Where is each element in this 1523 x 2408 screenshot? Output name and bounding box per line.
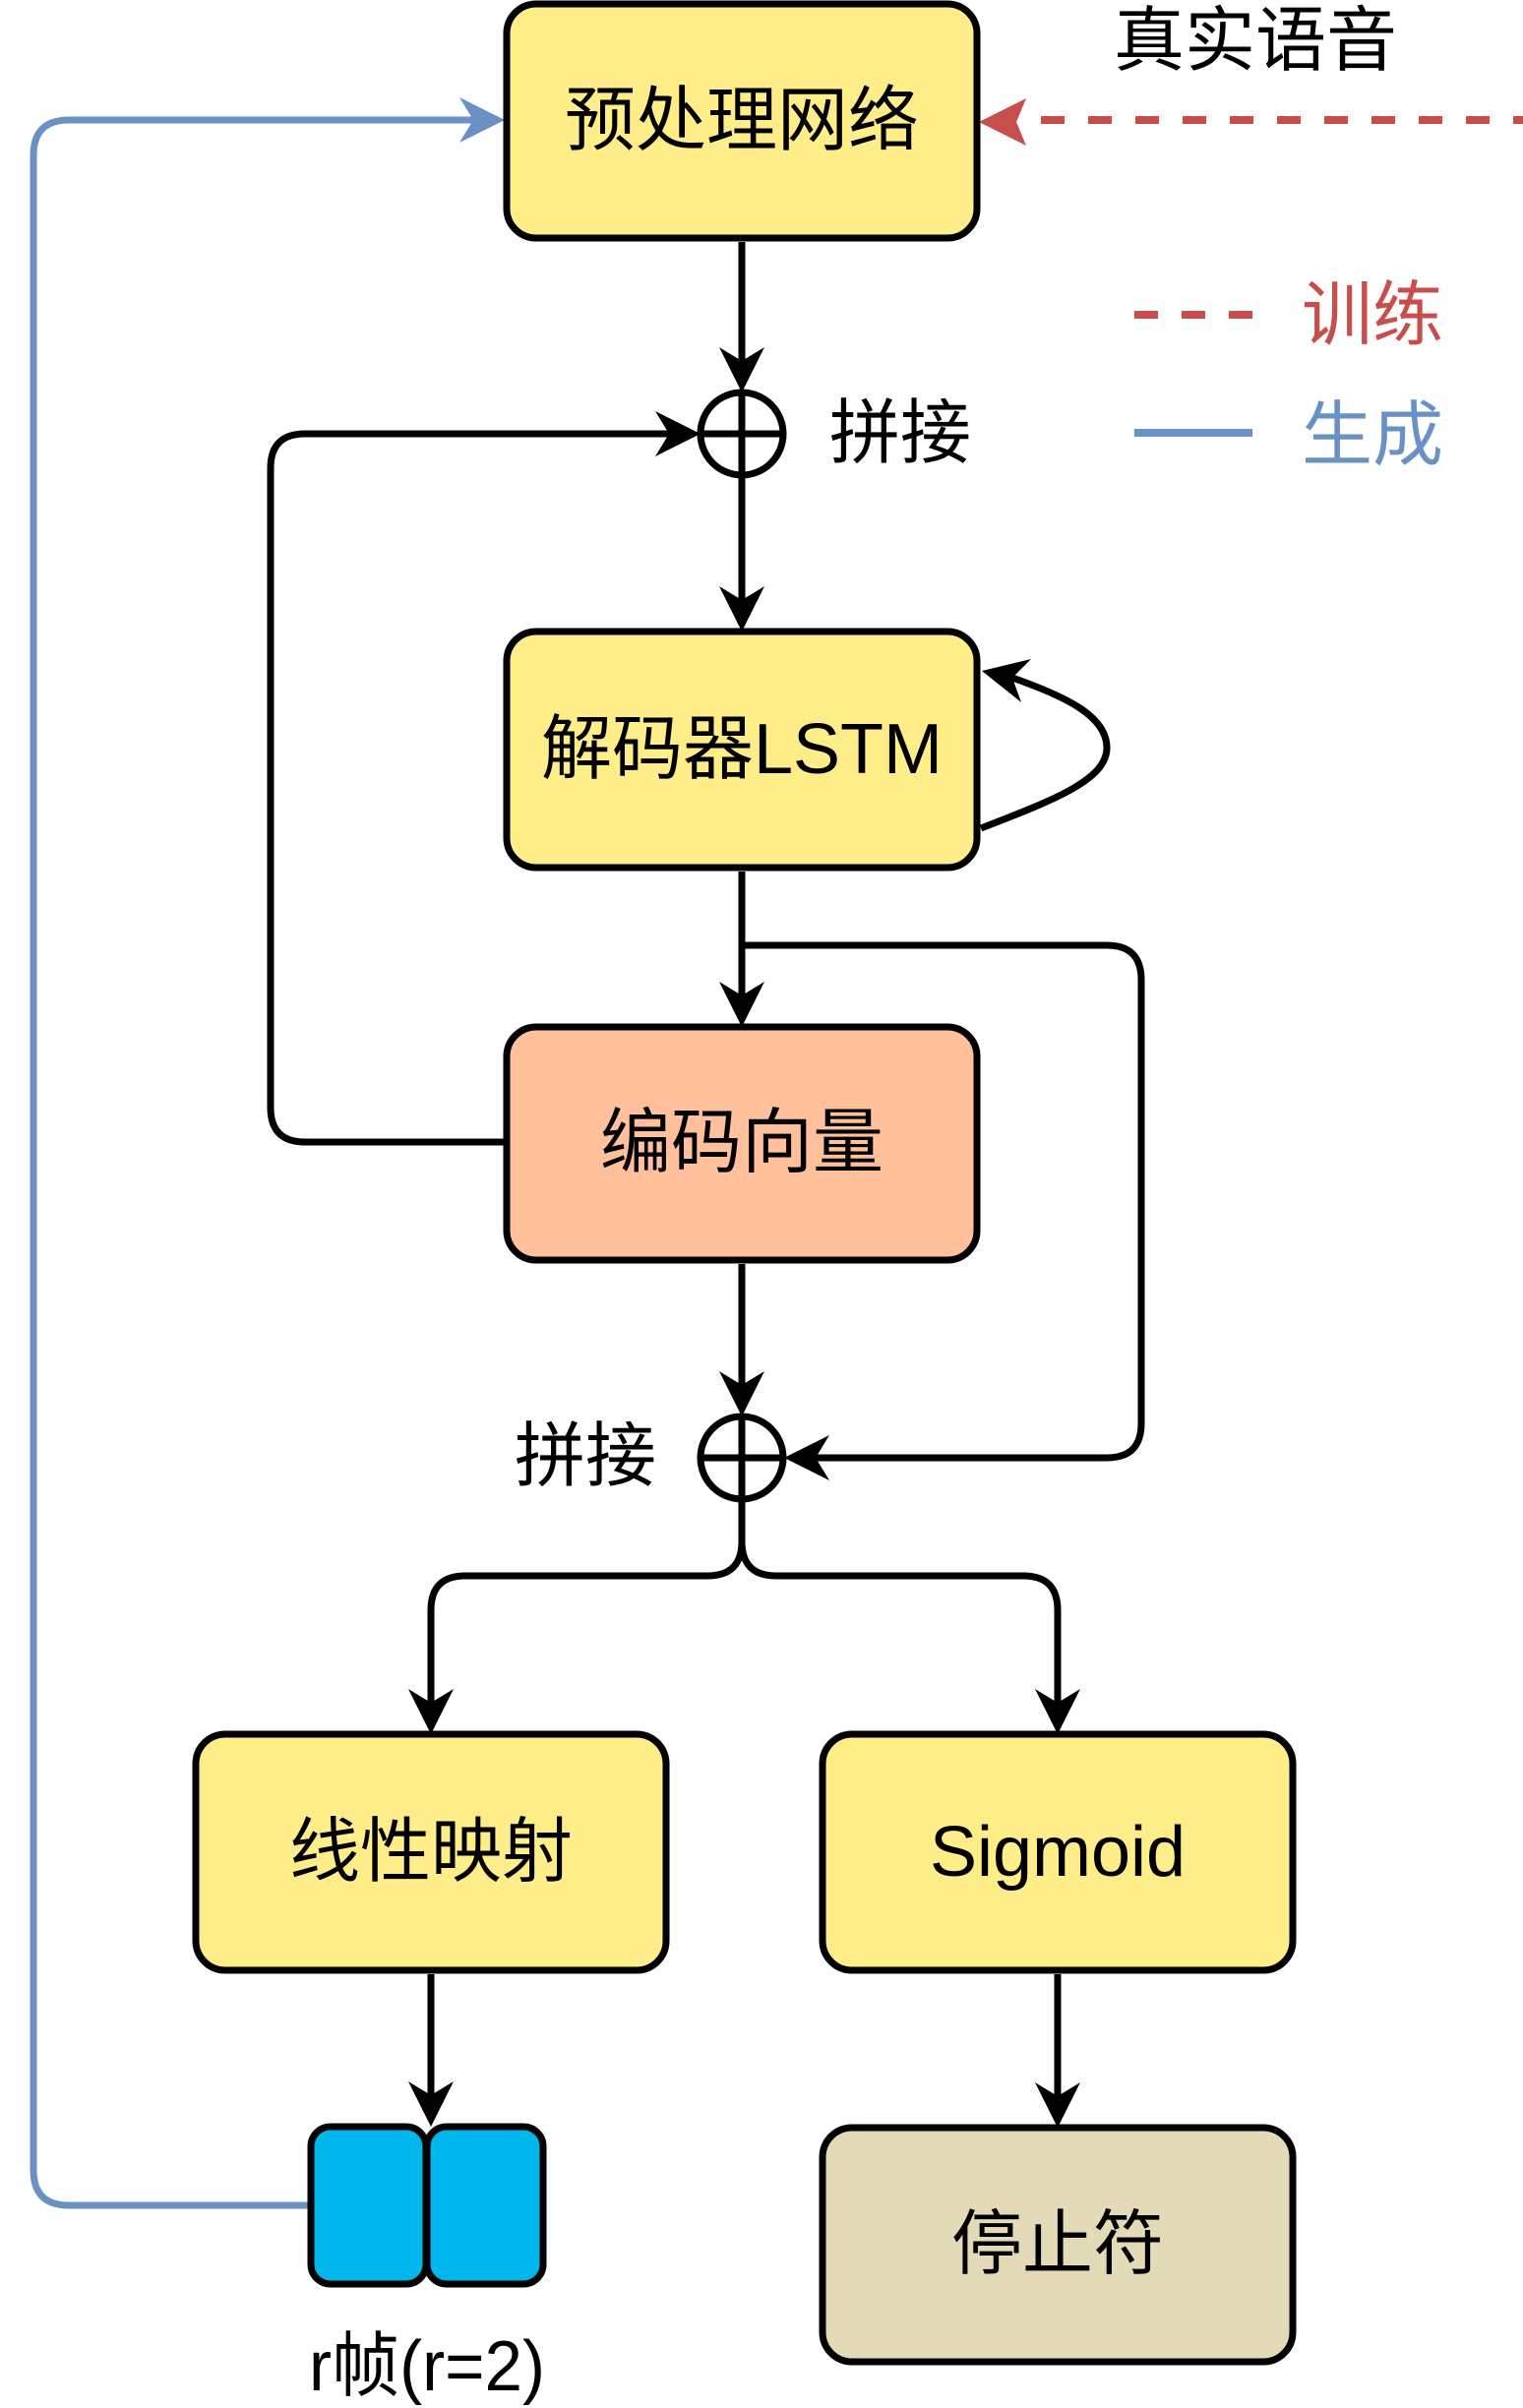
connector-line xyxy=(427,1499,746,1703)
edge-sigmoid-to-stop xyxy=(1035,1974,1080,2128)
arrowhead xyxy=(979,98,1026,146)
arrowhead xyxy=(982,659,1031,702)
preprocess-label: 预处理网络 xyxy=(565,82,919,160)
node-linear-projection: 线性映射 xyxy=(192,1730,670,1974)
arrowhead xyxy=(784,1435,829,1480)
concat-node-bottom xyxy=(697,1413,787,1503)
arrowhead xyxy=(408,1689,454,1734)
node-encoding-vector: 编码向量 xyxy=(503,1023,981,1264)
concat-node-top xyxy=(697,389,787,479)
edge-preprocess-to-concat-top xyxy=(719,242,764,392)
preprocess-box xyxy=(503,0,981,242)
connector-line xyxy=(742,941,1145,1462)
arrowhead xyxy=(459,97,505,143)
node-stop-token: 停止符 xyxy=(819,2124,1297,2366)
edge-encoding-to-concat-bottom xyxy=(719,1264,764,1416)
edge-training-input xyxy=(979,98,1523,146)
node-preprocess-net: 预处理网络 xyxy=(503,0,981,242)
encoding-vector-box xyxy=(503,1023,981,1264)
stop-token-box xyxy=(819,2124,1297,2366)
connector-line xyxy=(979,674,1111,832)
frame-block-1 xyxy=(307,2123,430,2288)
output-frames-label: r帧(r=2) xyxy=(309,2327,545,2406)
arrowhead xyxy=(1035,1689,1080,1734)
node-decoder-lstm: 解码器LSTM xyxy=(503,628,981,872)
edge-encoding-to-concat-top xyxy=(267,411,701,1146)
concat-top-label: 拼接 xyxy=(829,394,971,473)
arrowhead xyxy=(719,982,764,1027)
connector-line xyxy=(267,430,669,1146)
stop-token-label: 停止符 xyxy=(951,2205,1164,2284)
linear-projection-box xyxy=(192,1730,670,1974)
edge-linear-to-frames xyxy=(408,1974,454,2127)
frame-block-2 xyxy=(423,2123,547,2288)
sigmoid-label: Sigmoid xyxy=(930,1813,1186,1892)
arrowhead xyxy=(719,1371,764,1416)
edge-lstm-to-concat-bottom xyxy=(742,941,1145,1480)
edge-concat-top-to-lstm xyxy=(719,475,764,632)
real-speech-label: 真实语音 xyxy=(1114,2,1397,81)
arrowhead xyxy=(719,347,764,392)
legend-training-label: 训练 xyxy=(1302,276,1443,355)
legend-generation-label: 生成 xyxy=(1302,396,1443,475)
decoder-lstm-box xyxy=(503,628,981,872)
legend-item-training: 训练 xyxy=(1134,276,1443,355)
arrowhead xyxy=(719,586,764,632)
arrowhead xyxy=(408,2081,454,2127)
legend: 训练 生成 xyxy=(1134,276,1443,475)
edge-generation-feedback xyxy=(30,97,505,2209)
decoder-lstm-label: 解码器LSTM xyxy=(541,710,943,789)
generation-feedback-line xyxy=(30,116,473,2209)
arrowhead xyxy=(1035,2082,1080,2128)
encoding-vector-label: 编码向量 xyxy=(600,1104,883,1182)
linear-projection-label: 线性映射 xyxy=(289,1813,573,1892)
node-output-frames: r帧(r=2) xyxy=(307,2123,547,2406)
edge-lstm-self-loop xyxy=(979,659,1111,832)
legend-item-generation: 生成 xyxy=(1134,396,1443,475)
connector-line xyxy=(738,1540,1062,1703)
sigmoid-box xyxy=(819,1730,1297,1974)
edge-concat-bottom-to-sigmoid xyxy=(738,1540,1080,1734)
arrowhead xyxy=(655,411,701,456)
edge-lstm-to-encoding xyxy=(719,872,764,1027)
concat-bottom-label: 拼接 xyxy=(515,1417,656,1496)
node-sigmoid: Sigmoid xyxy=(819,1730,1297,1974)
edge-concat-bottom-to-linear xyxy=(408,1499,746,1734)
